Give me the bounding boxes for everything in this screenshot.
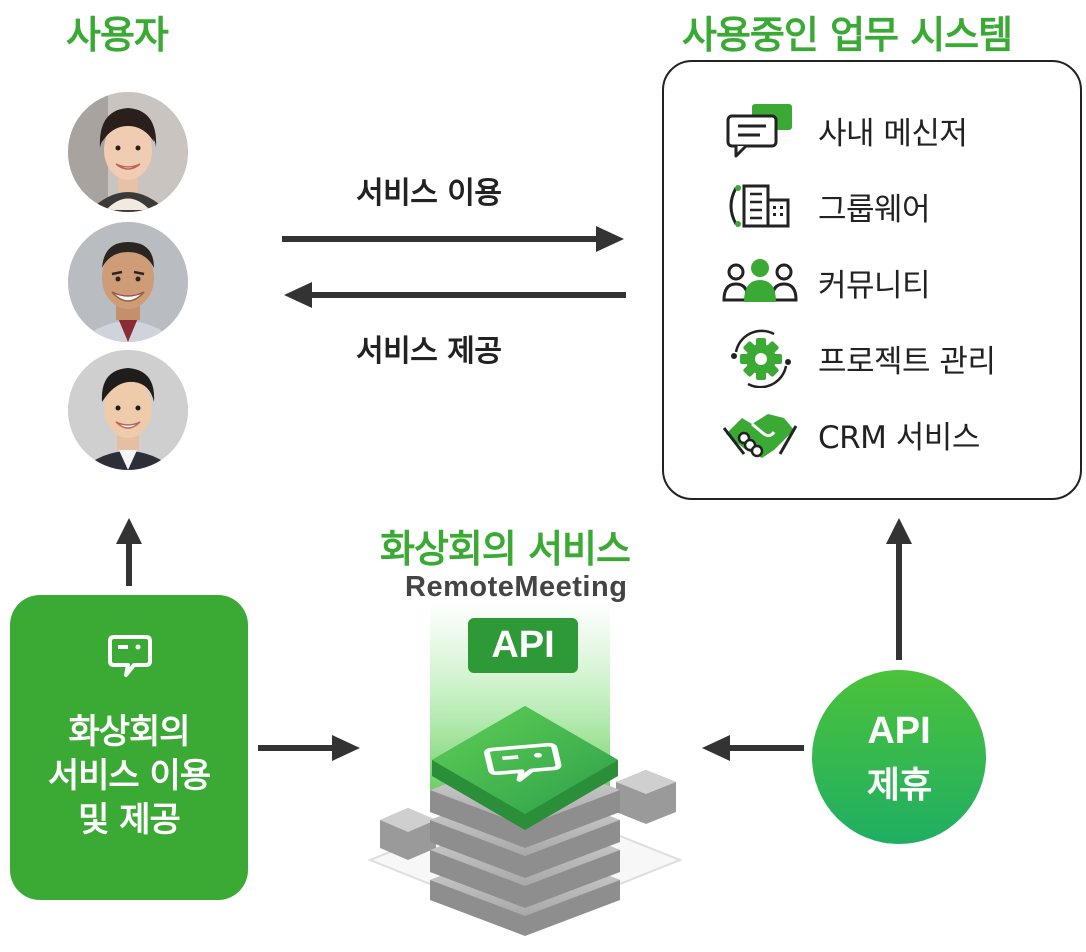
- system-item-messenger: 사내 메신저: [720, 100, 968, 160]
- handshake-icon: [720, 404, 800, 464]
- arrow-to-server-icon: [258, 735, 360, 761]
- arrow-up-right-icon: [886, 518, 912, 660]
- system-item-label: 프로젝트 관리: [818, 343, 996, 380]
- user-avatar-2: [68, 222, 188, 342]
- service-use-label: 서비스 이용: [356, 176, 502, 211]
- arrow-up-left-icon: [116, 518, 142, 586]
- remotemeeting-logo-icon: [108, 635, 152, 677]
- systems-box: 사내 메신저 그룹웨어: [662, 60, 1082, 500]
- system-item-label: CRM 서비스: [818, 419, 980, 456]
- project-gear-icon: [720, 328, 800, 388]
- system-item-project: 프로젝트 관리: [720, 328, 996, 388]
- arrow-left-icon: [284, 282, 626, 308]
- meeting-service-text: 화상회의 서비스 이용 및 제공: [47, 712, 211, 840]
- users-title: 사용자: [66, 13, 169, 57]
- service-provide-label: 서비스 제공: [356, 334, 502, 369]
- system-item-label: 사내 메신저: [818, 115, 968, 152]
- system-item-crm: CRM 서비스: [720, 404, 980, 464]
- server-stack-illustration: [367, 600, 683, 936]
- system-item-groupware: 그룹웨어: [720, 176, 931, 236]
- groupware-icon: [720, 176, 800, 236]
- api-badge: API: [468, 618, 578, 673]
- arrow-right-icon: [282, 226, 624, 252]
- systems-title: 사용중인 업무 시스템: [682, 13, 1013, 57]
- brand-logo: RemoteMeeting: [405, 571, 628, 603]
- api-circle-line2: 제휴: [866, 765, 932, 806]
- api-circle-line1: API: [867, 710, 931, 752]
- messenger-icon: [720, 100, 800, 160]
- system-item-label: 그룹웨어: [818, 191, 931, 228]
- user-avatar-3: [68, 350, 188, 470]
- arrow-from-api-icon: [702, 735, 804, 761]
- meeting-service-box: 화상회의 서비스 이용 및 제공: [10, 595, 248, 900]
- system-item-label: 커뮤니티: [818, 267, 931, 304]
- user-avatar-1: [68, 92, 188, 212]
- system-item-community: 커뮤니티: [720, 252, 931, 312]
- community-icon: [720, 252, 800, 312]
- center-title: 화상회의 서비스: [380, 527, 631, 571]
- api-partnership-circle: API 제휴: [812, 670, 986, 844]
